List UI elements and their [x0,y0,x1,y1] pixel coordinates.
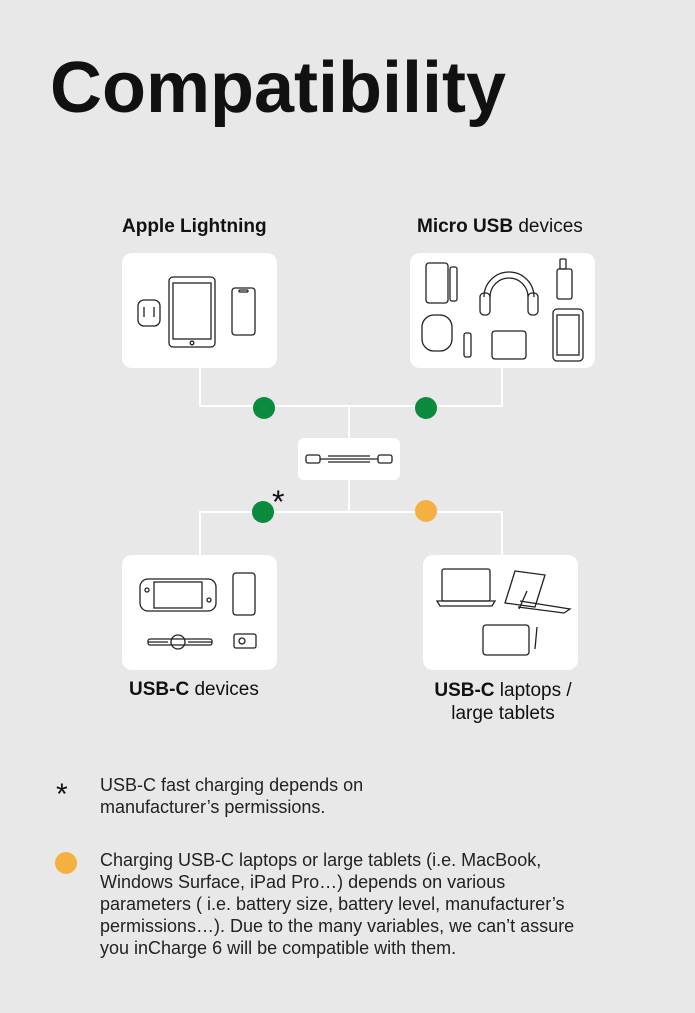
note-asterisk-marker: * [56,778,68,811]
card-micro-usb [410,253,595,368]
page-title: Compatibility [50,48,507,128]
label-usbc-laptops: USB-C laptops / large tablets [434,680,572,724]
label-usbc-devices: USB-C devices [129,679,259,700]
apple-devices-icon [137,276,256,348]
label-apple-lightning: Apple Lightning [122,216,267,237]
fast-charging-asterisk: * [272,484,285,520]
label-micro-usb: Micro USB devices [417,216,583,237]
card-usbc-laptops [423,555,578,670]
card-apple-lightning [122,253,277,368]
note-laptop-charging: Charging USB-C laptops or large tablets … [100,850,575,958]
note-orange-dot-marker [55,852,77,874]
cable-box [298,438,400,480]
compatible-dot-usbc [252,501,274,523]
conditional-dot-laptops [415,500,437,522]
micro-usb-devices-icon [421,258,584,362]
card-usbc [122,555,277,670]
usbc-devices-icon [139,572,257,650]
compatible-dot-lightning [253,397,275,419]
note-fast-charging: USB-C fast charging depends on manufactu… [100,775,364,817]
compatible-dot-micro-usb [415,397,437,419]
laptops-tablets-icon [435,568,572,656]
cable-icon [305,454,393,464]
